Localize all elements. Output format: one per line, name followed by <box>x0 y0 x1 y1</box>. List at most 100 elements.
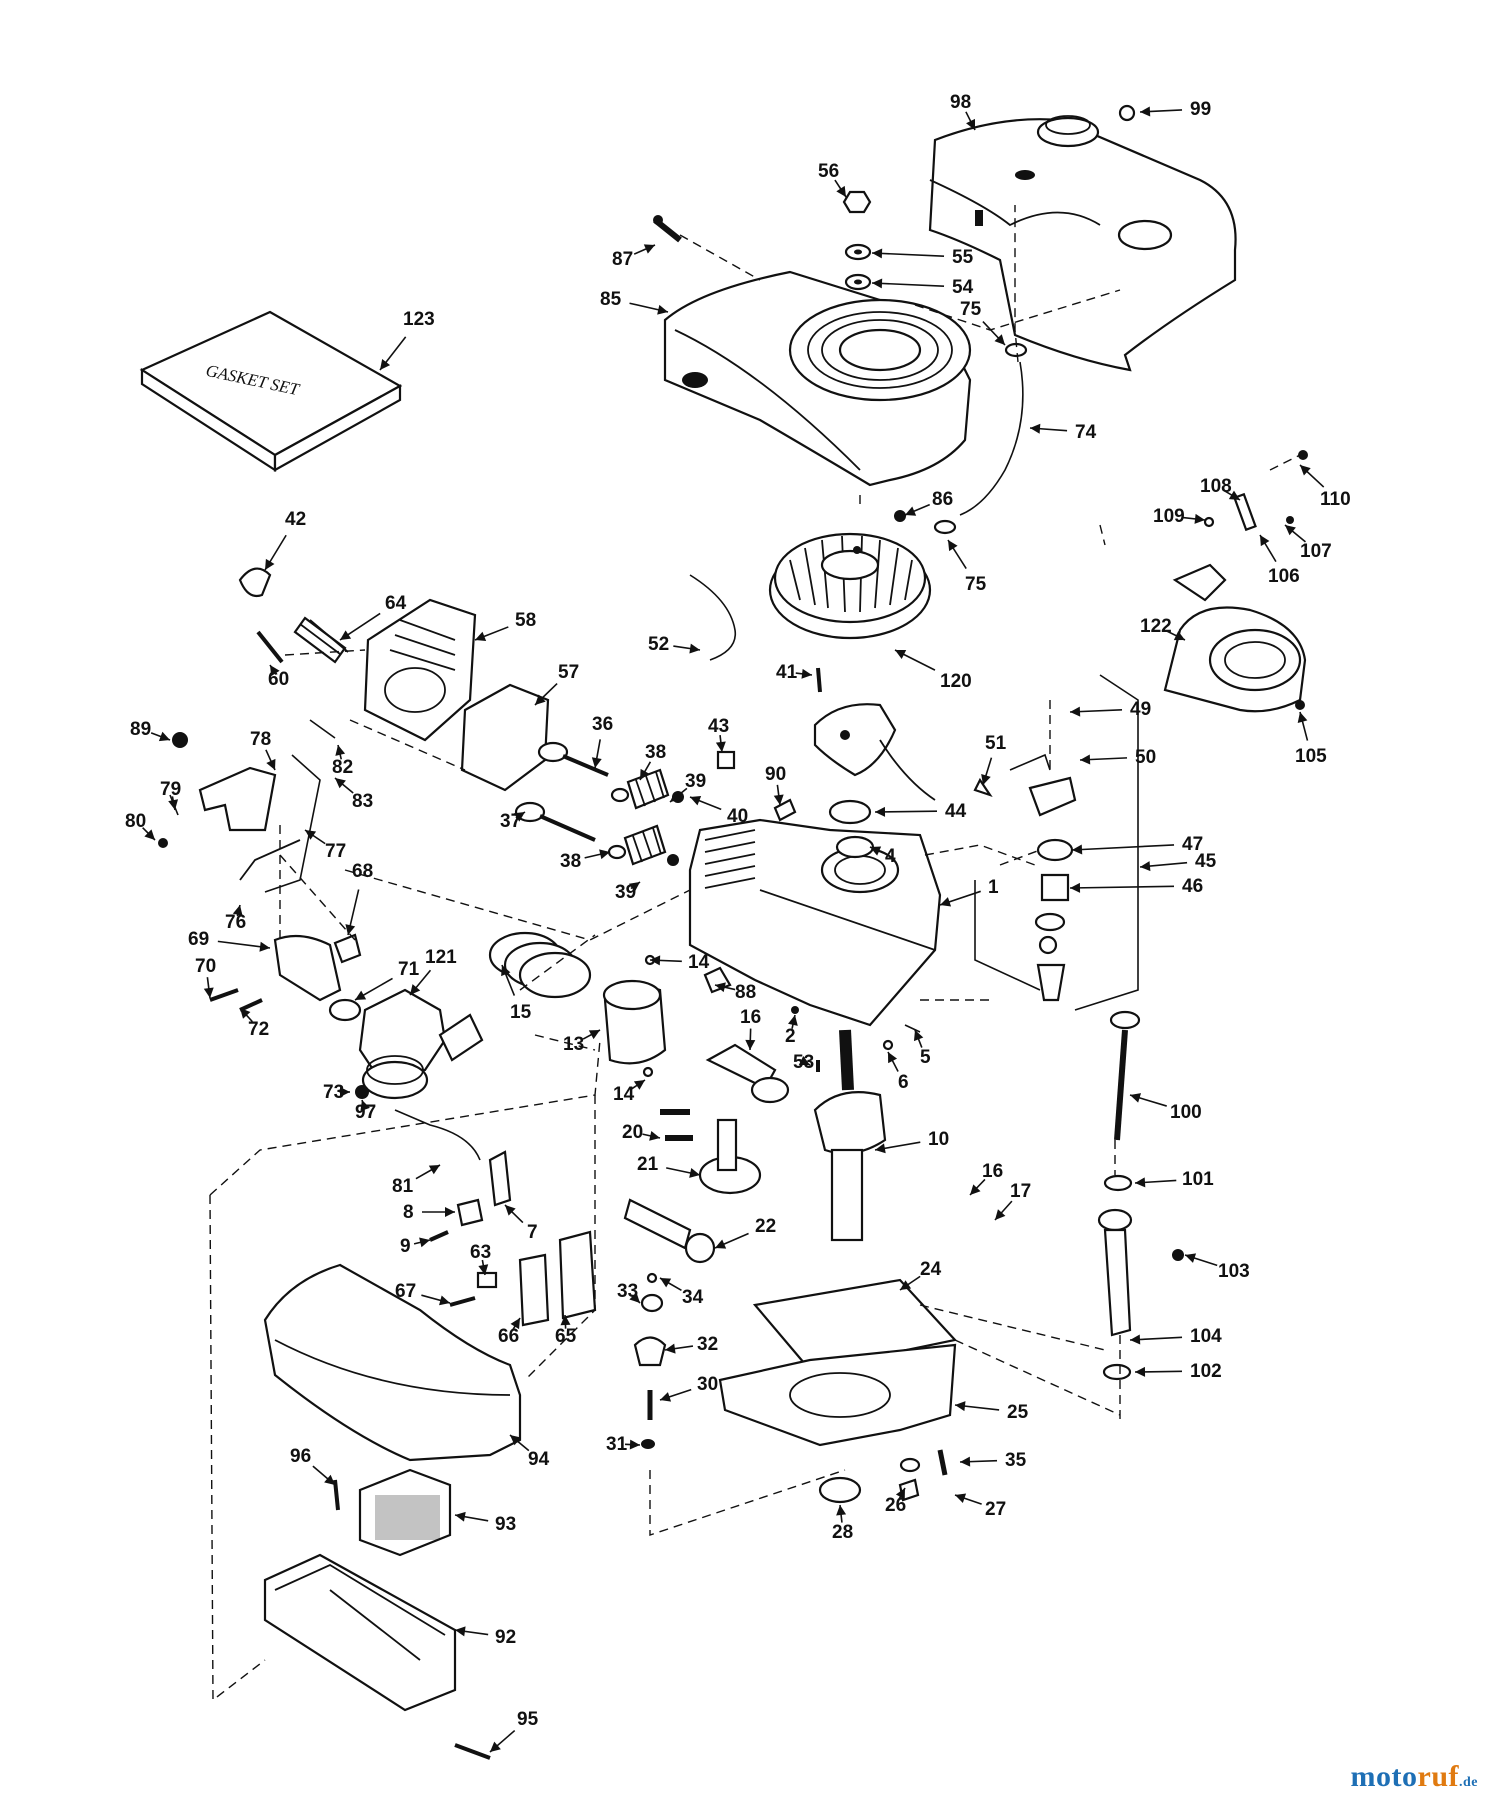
callout-label-97: 97 <box>355 1102 376 1123</box>
leader-arrow-74 <box>1030 423 1041 434</box>
leader-arrow-1 <box>940 897 952 907</box>
leader-arrow-82 <box>335 745 346 756</box>
leader-arrow-110 <box>1300 465 1311 476</box>
leader-arrow-67 <box>439 1295 450 1306</box>
callout-label-17: 17 <box>1010 1181 1031 1202</box>
part-intake-69 <box>273 934 342 1002</box>
part-valve-springs <box>607 768 684 866</box>
leader-arrow-78 <box>266 758 276 770</box>
leader-arrow-73 <box>340 1087 350 1097</box>
leader-arrow-7 <box>505 1205 516 1216</box>
part-crankshaft-10 <box>813 1029 887 1242</box>
callout-label-86: 86 <box>932 489 953 510</box>
callout-label-122: 122 <box>1140 616 1172 637</box>
part-fuel-line <box>933 342 1028 535</box>
leader-arrow-81 <box>428 1165 440 1175</box>
part-46 <box>1040 873 1070 902</box>
part-connecting-rod <box>705 1043 790 1104</box>
part-spark-plug-64 <box>293 616 349 664</box>
callout-label-2: 2 <box>785 1026 796 1047</box>
leader-arrow-36 <box>591 757 602 768</box>
callout-label-75a: 75 <box>960 299 982 320</box>
callout-label-30: 30 <box>697 1374 718 1395</box>
callout-label-83: 83 <box>352 791 373 812</box>
part-bolt-87 <box>653 215 682 243</box>
leader-arrow-63 <box>478 1264 489 1275</box>
callout-label-79: 79 <box>160 779 181 800</box>
leader-arrow-108 <box>1228 490 1240 500</box>
callout-label-88: 88 <box>735 982 756 1003</box>
callout-label-77: 77 <box>325 841 346 862</box>
bracket-lines <box>264 674 1139 1011</box>
callout-label-8: 8 <box>403 1202 414 1223</box>
callout-label-93: 93 <box>495 1514 516 1535</box>
callout-label-21: 21 <box>637 1154 659 1175</box>
part-50 <box>1009 753 1051 771</box>
leader-arrow-93 <box>455 1511 466 1522</box>
leader-arrow-123 <box>380 359 391 370</box>
callout-label-60: 60 <box>268 669 289 690</box>
callout-label-36: 36 <box>592 714 613 735</box>
callout-label-22: 22 <box>755 1216 776 1237</box>
leader-arrow-80 <box>144 829 155 840</box>
callout-label-15: 15 <box>510 1002 532 1023</box>
callout-label-109: 109 <box>1153 506 1185 527</box>
leader-arrow-14a <box>650 955 661 966</box>
callout-label-104: 104 <box>1190 1326 1222 1347</box>
part-cylinder-head-58 <box>363 598 477 742</box>
part-filter-93 <box>358 1468 452 1557</box>
callout-label-92: 92 <box>495 1627 516 1648</box>
leader-arrow-69 <box>259 941 270 952</box>
leader-arrow-88 <box>715 982 726 993</box>
callout-label-106: 106 <box>1268 566 1300 587</box>
callout-label-41: 41 <box>776 662 798 683</box>
callout-label-121: 121 <box>425 947 457 968</box>
leader-arrow-43 <box>715 741 726 752</box>
leader-arrow-39b <box>628 882 640 892</box>
part-nut-washers <box>842 190 872 291</box>
leader-arrow-89 <box>158 731 170 742</box>
part-51 <box>973 777 993 798</box>
callout-label-100: 100 <box>1170 1102 1202 1123</box>
leader-arrow-83 <box>335 778 346 789</box>
leader-arrow-102 <box>1135 1366 1146 1377</box>
callout-label-95: 95 <box>517 1709 539 1730</box>
leader-arrow-9 <box>419 1237 430 1248</box>
callout-label-49: 49 <box>1130 699 1151 720</box>
leader-arrow-6 <box>888 1052 898 1064</box>
part-blower-housing-85 <box>663 270 972 487</box>
leader-arrow-75a <box>994 334 1005 345</box>
callout-label-32: 32 <box>697 1334 718 1355</box>
part-piston-13 <box>602 979 667 1065</box>
part-sump-25 <box>718 1278 958 1447</box>
callout-label-40: 40 <box>727 806 748 827</box>
callout-label-5: 5 <box>920 1047 931 1068</box>
leader-arrow-56 <box>836 185 846 197</box>
callout-label-107: 107 <box>1300 541 1332 562</box>
callout-label-9: 9 <box>400 1236 411 1257</box>
leader-arrow-33 <box>629 1292 640 1303</box>
leader-line-47 <box>1071 844 1175 851</box>
watermark-part-2: ruf <box>1417 1760 1459 1793</box>
leader-arrow-21 <box>689 1168 700 1178</box>
leader-arrow-92 <box>455 1626 466 1637</box>
leader-arrow-32 <box>665 1343 676 1354</box>
callout-label-99: 99 <box>1190 99 1211 120</box>
leader-arrow-97 <box>360 1100 370 1112</box>
callout-label-71: 71 <box>398 959 420 980</box>
leader-arrow-86 <box>905 506 917 516</box>
callout-label-16a: 16 <box>740 1007 761 1028</box>
leader-arrow-13 <box>588 1030 600 1040</box>
leader-arrow-57 <box>535 694 546 705</box>
leader-arrow-72 <box>240 1008 251 1019</box>
leader-arrow-51 <box>981 773 991 785</box>
callout-label-85: 85 <box>600 289 622 310</box>
part-armature <box>813 703 936 801</box>
leader-arrow-68 <box>345 924 356 935</box>
callout-label-120: 120 <box>940 671 972 692</box>
part-41 <box>816 667 822 693</box>
part-gasket-set: GASKET SET <box>139 310 403 473</box>
part-seal-4 <box>835 835 875 859</box>
leader-arrow-60 <box>270 665 280 677</box>
